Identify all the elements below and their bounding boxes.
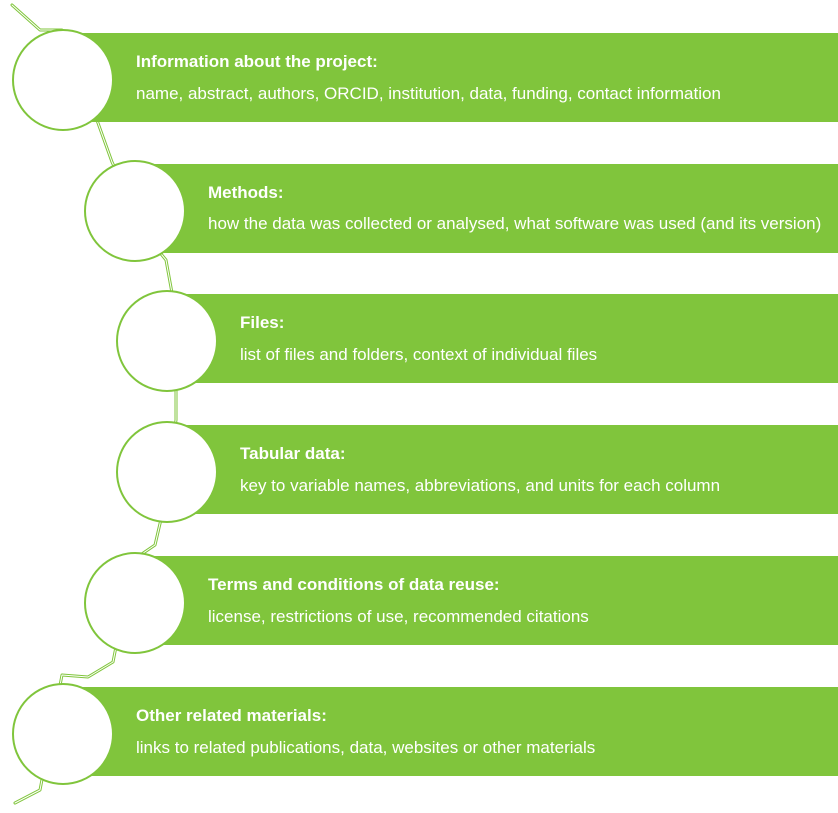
step-circle-files (116, 290, 218, 392)
step-bar-methods: Methods: how the data was collected or a… (132, 164, 838, 253)
step-description: list of files and folders, context of in… (240, 345, 598, 364)
step-circle-tabular-data (116, 421, 218, 523)
step-description: links to related publications, data, web… (136, 738, 596, 757)
step-title: Information about the project: (136, 52, 378, 71)
step-circle-terms-conditions (84, 552, 186, 654)
step-bar-related-materials: Other related materials: links to relate… (60, 687, 838, 776)
step-title: Methods: (208, 183, 284, 202)
step-bar-tabular-data: Tabular data: key to variable names, abb… (164, 425, 838, 514)
step-title: Tabular data: (240, 444, 346, 463)
step-circle-related-materials (12, 683, 114, 785)
step-circle-methods (84, 160, 186, 262)
step-bar-project-info: Information about the project: name, abs… (60, 33, 838, 122)
step-title: Terms and conditions of data reuse: (208, 575, 500, 594)
step-description: how the data was collected or analysed, … (208, 214, 822, 233)
step-description: license, restrictions of use, recommende… (208, 607, 589, 626)
step-title: Files: (240, 313, 285, 332)
step-description: name, abstract, authors, ORCID, institut… (136, 84, 721, 103)
step-bar-files: Files: list of files and folders, contex… (164, 294, 838, 383)
step-circle-project-info (12, 29, 114, 131)
step-description: key to variable names, abbreviations, an… (240, 476, 721, 495)
step-bar-terms-conditions: Terms and conditions of data reuse: lice… (132, 556, 838, 645)
step-title: Other related materials: (136, 706, 327, 725)
